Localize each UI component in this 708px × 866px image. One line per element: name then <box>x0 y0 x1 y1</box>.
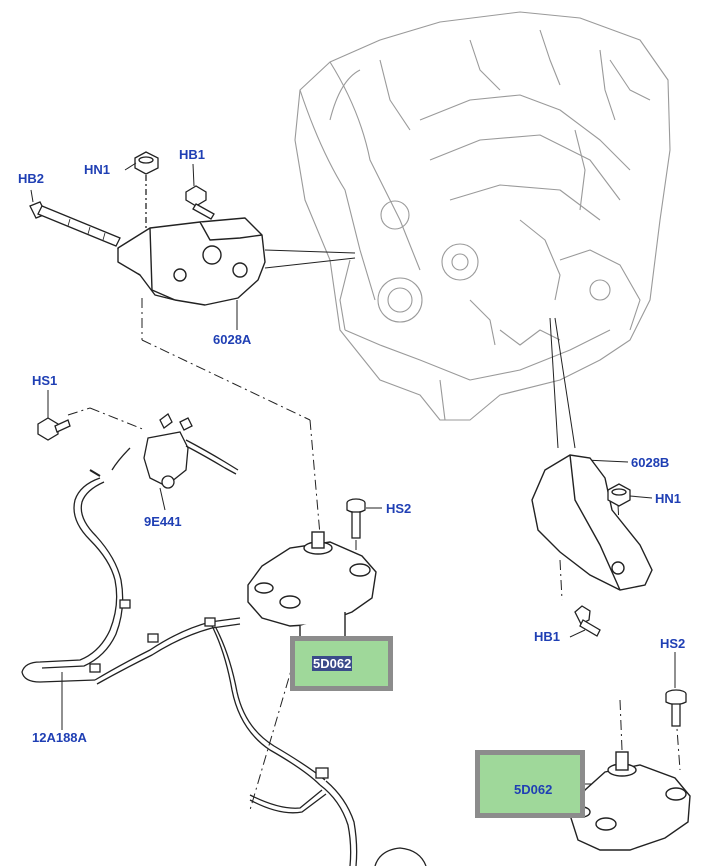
bracket-6028a-art <box>117 217 266 306</box>
callout-9e441[interactable]: 9E441 <box>144 514 182 529</box>
callout-hs2-right[interactable]: HS2 <box>660 636 686 651</box>
bolt-hb1-right-art <box>574 605 601 637</box>
bolt-hs1-art <box>37 417 71 441</box>
engine-assembly <box>294 11 671 421</box>
callout-hn1-right[interactable]: HN1 <box>655 491 682 506</box>
hose-12a188a-art <box>21 469 358 866</box>
valve-9e441-art <box>111 413 239 489</box>
bolt-hs2-right-art <box>665 689 687 727</box>
bolt-hb2-art <box>29 201 121 247</box>
callout-hs1[interactable]: HS1 <box>32 373 58 388</box>
mount-center-art <box>247 531 377 641</box>
mount-right-art <box>569 751 691 851</box>
bracket-6028b-art <box>531 454 653 591</box>
callout-12a188a[interactable]: 12A188A <box>32 730 87 745</box>
nut-hn1-right-art <box>607 483 631 507</box>
callout-hb1-right[interactable]: HB1 <box>534 629 561 644</box>
pulley-partial-art <box>374 847 427 866</box>
highlight-box-5d062-right[interactable]: 5D062 <box>475 750 585 818</box>
callout-5d062-right: 5D062 <box>514 782 553 797</box>
callout-hs2-center[interactable]: HS2 <box>386 501 412 516</box>
bolt-hb1-top-art <box>185 185 215 220</box>
callout-6028a[interactable]: 6028A <box>213 332 252 347</box>
highlight-box-5d062-center[interactable]: 5D062 <box>290 636 393 691</box>
bolt-hs2-center-art <box>346 498 366 539</box>
nut-hn1-left-art <box>134 151 159 230</box>
callout-6028b[interactable]: 6028B <box>631 455 670 470</box>
callout-5d062-center: 5D062 <box>312 656 353 671</box>
callout-hb2[interactable]: HB2 <box>18 171 45 186</box>
callout-hn1-left[interactable]: HN1 <box>84 162 111 177</box>
callout-hb1-top[interactable]: HB1 <box>179 147 206 162</box>
